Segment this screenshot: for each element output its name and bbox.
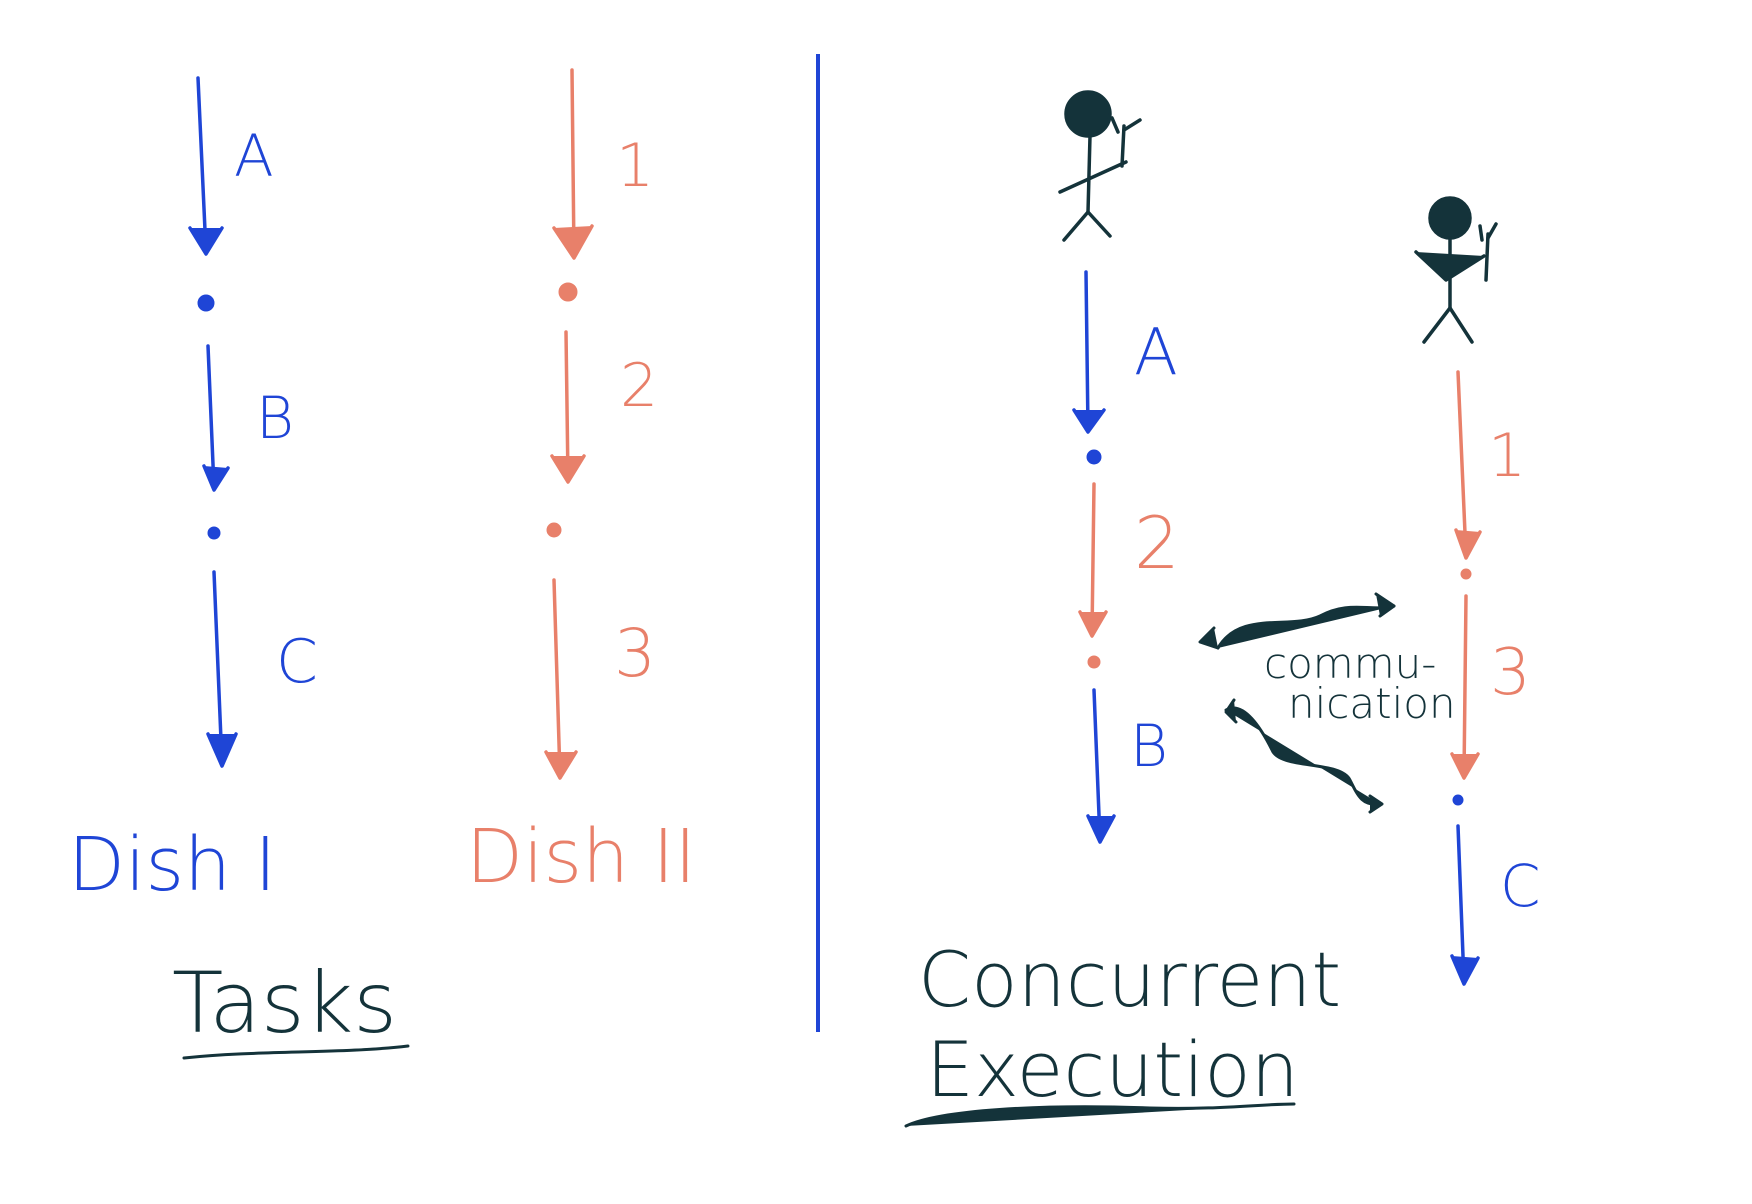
step-b-label: B bbox=[256, 384, 294, 452]
worker-two-timeline: 1 3 C bbox=[1450, 370, 1541, 986]
step-1-arrow bbox=[1456, 370, 1468, 558]
worker-two-figure bbox=[1414, 196, 1498, 344]
tasks-underline bbox=[182, 1044, 410, 1060]
step-dot bbox=[197, 294, 215, 312]
step-b-arrowhead bbox=[1086, 814, 1116, 844]
step-1-label: 1 bbox=[616, 131, 654, 201]
step-a-label: A bbox=[234, 122, 274, 190]
tasks-caption: Tasks bbox=[172, 954, 397, 1052]
step-2-arrow bbox=[564, 330, 570, 482]
dish-one-label: Dish I bbox=[68, 822, 276, 908]
communication-label-line2: nication bbox=[1288, 679, 1456, 728]
step-dot bbox=[207, 526, 221, 540]
step-a-arrow bbox=[196, 76, 208, 254]
step-3-label: 3 bbox=[614, 615, 656, 692]
step-2-arrow bbox=[1090, 482, 1096, 636]
step-c-label: C bbox=[276, 627, 318, 697]
step-a-label: A bbox=[1134, 316, 1178, 390]
step-c-arrow bbox=[212, 570, 224, 766]
step-dot bbox=[1086, 449, 1102, 465]
step-dot bbox=[1460, 568, 1472, 580]
step-c-label: C bbox=[1500, 852, 1541, 920]
step-c-arrow bbox=[1456, 824, 1466, 984]
step-dot bbox=[546, 522, 562, 538]
step-3-arrow bbox=[552, 578, 562, 778]
step-b-arrow bbox=[1092, 688, 1102, 842]
step-1-arrowhead bbox=[552, 224, 594, 260]
step-2-label: 2 bbox=[620, 351, 658, 421]
communication-label-line1: commu- bbox=[1264, 639, 1436, 688]
step-dot bbox=[558, 282, 578, 302]
step-b-arrow bbox=[206, 344, 216, 490]
step-c-arrowhead bbox=[206, 732, 238, 768]
step-a-arrowhead bbox=[188, 226, 224, 256]
step-1-label: 1 bbox=[1488, 421, 1526, 491]
dish-one-column: A B C Dish I bbox=[68, 76, 318, 908]
step-c-arrowhead bbox=[1450, 954, 1480, 986]
worker-one-figure bbox=[1058, 90, 1142, 242]
step-3-label: 3 bbox=[1490, 636, 1531, 710]
step-dot bbox=[1087, 655, 1101, 669]
step-2-arrowhead bbox=[1078, 610, 1108, 638]
step-3-arrowhead bbox=[544, 750, 578, 780]
step-1-arrowhead bbox=[1454, 528, 1482, 560]
step-b-arrowhead bbox=[202, 464, 230, 492]
dish-two-column: 1 2 3 Dish II bbox=[466, 68, 696, 900]
step-3-arrow bbox=[1462, 594, 1468, 778]
step-1-arrow bbox=[570, 68, 576, 258]
step-a-arrowhead bbox=[1072, 408, 1106, 434]
concurrent-caption-line2: Execution bbox=[926, 1025, 1299, 1114]
dish-two-label: Dish II bbox=[466, 814, 696, 900]
step-3-arrowhead bbox=[1450, 752, 1480, 780]
step-2-arrowhead bbox=[550, 454, 586, 484]
step-2-label: 2 bbox=[1134, 501, 1180, 585]
step-dot bbox=[1452, 794, 1464, 806]
worker-one-timeline: A 2 B bbox=[1072, 270, 1180, 844]
communication-arrows bbox=[1198, 592, 1396, 814]
concurrent-underline bbox=[904, 1102, 1296, 1128]
step-b-label: B bbox=[1130, 712, 1168, 780]
concurrent-caption-line1: Concurrent bbox=[918, 935, 1341, 1024]
step-a-arrow bbox=[1084, 270, 1090, 432]
